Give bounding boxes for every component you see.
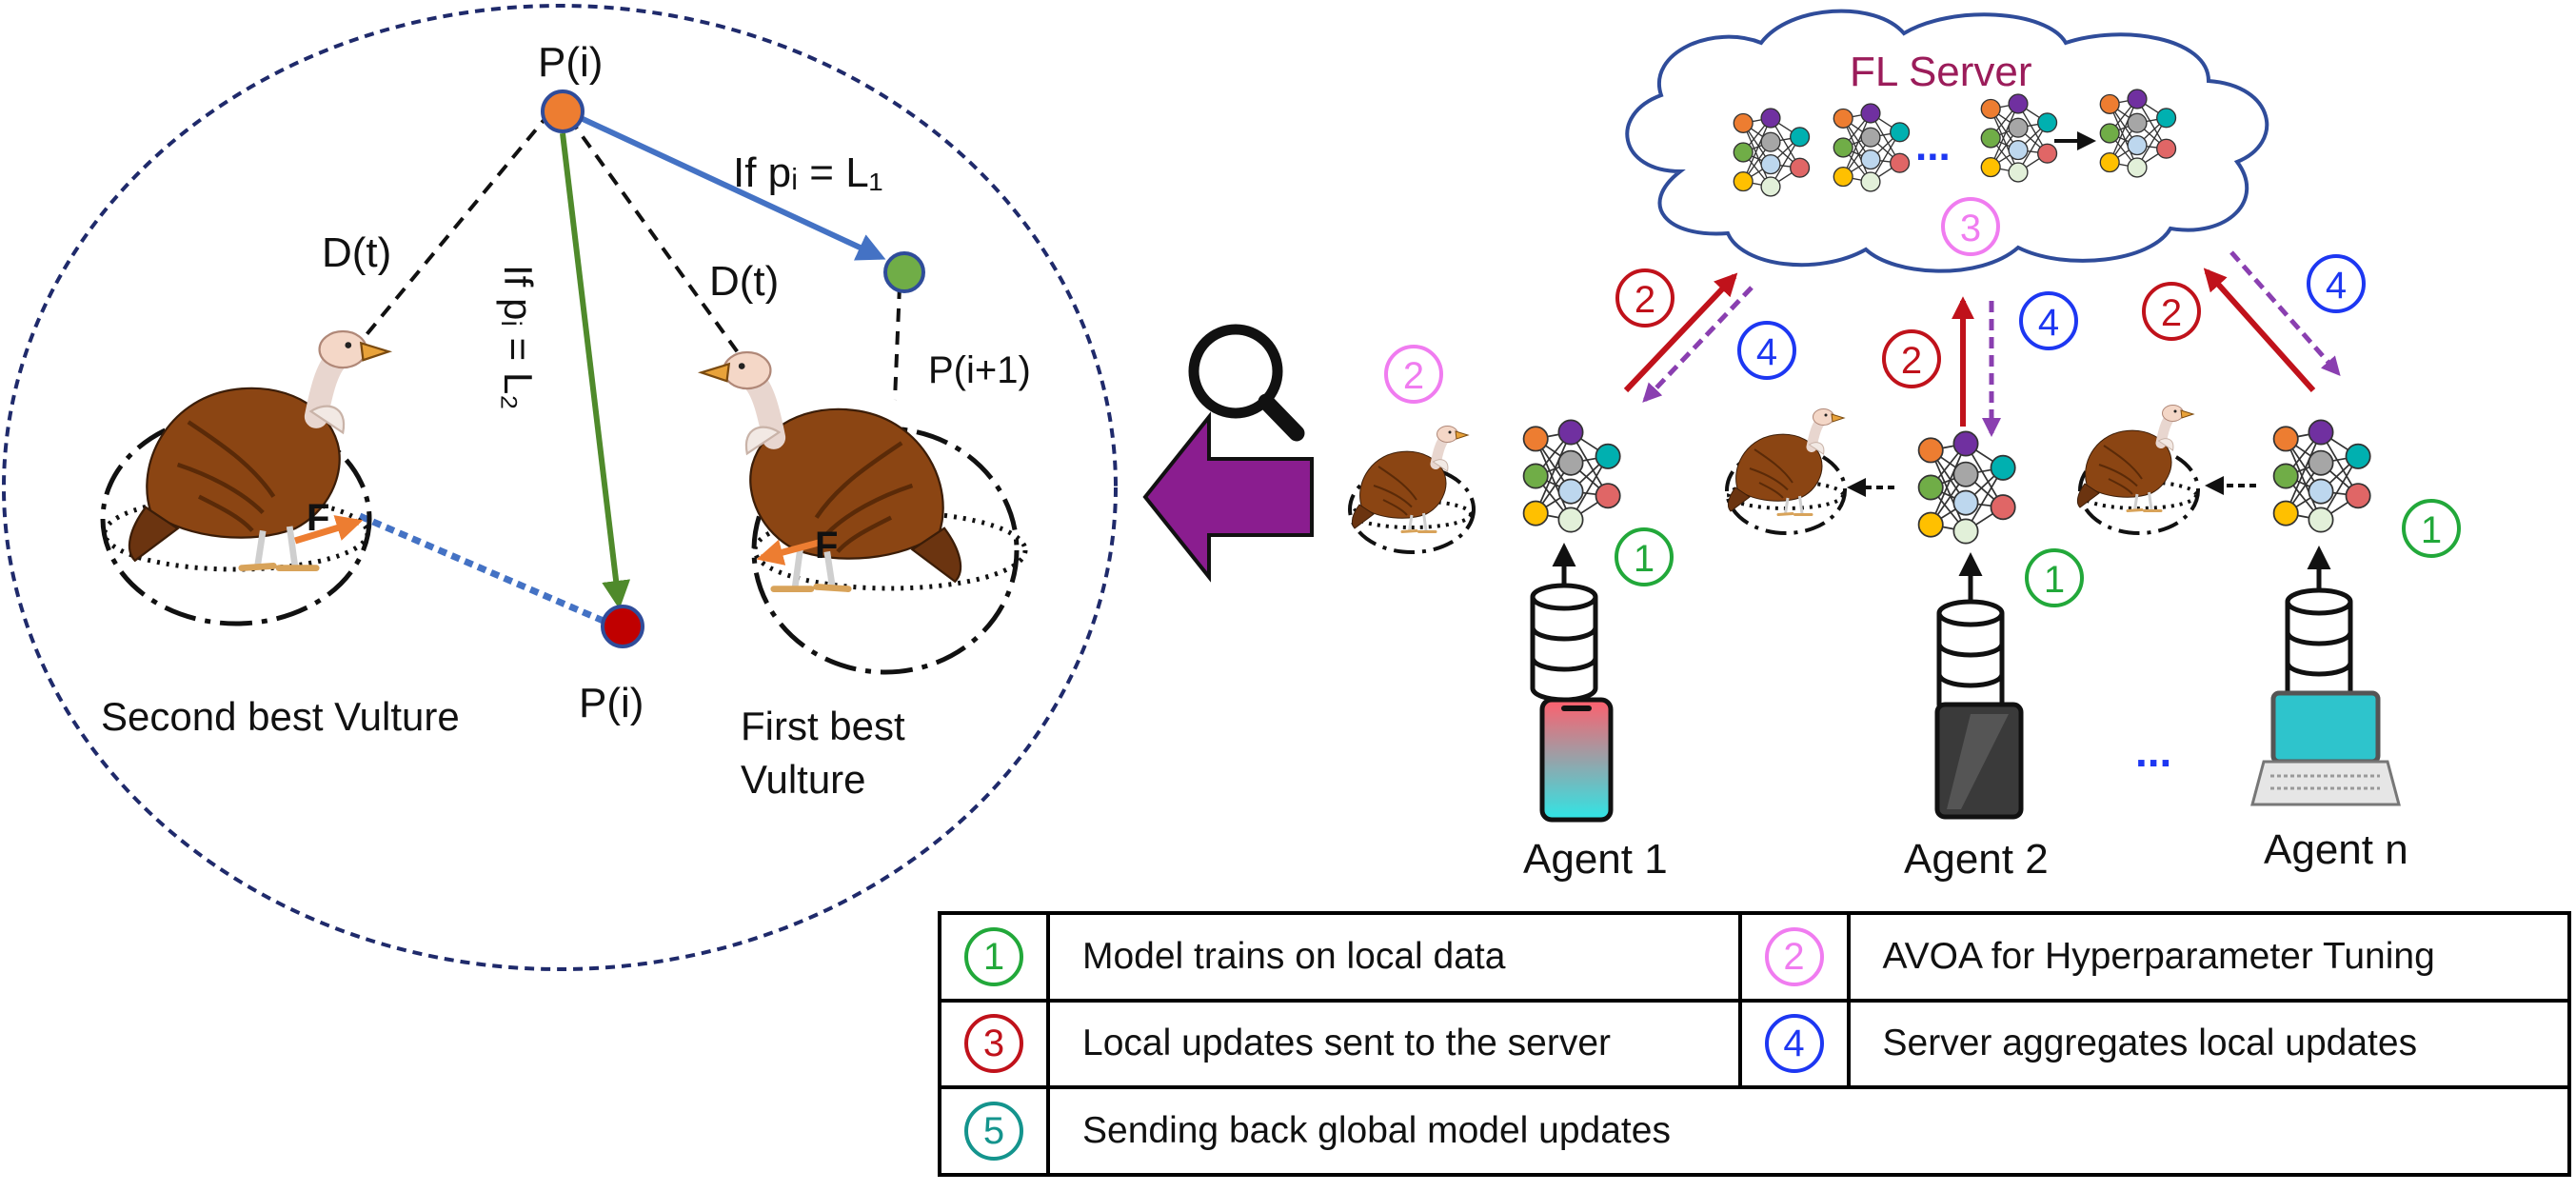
agentn-model [2272,419,2371,533]
agent1-model [1522,419,1621,533]
position-bottom-marker [601,605,644,648]
second-best-inner-ring [102,494,370,572]
label-first-best-line1: First best [741,704,905,748]
step-number-upload-1: 2 [1635,279,1655,321]
legend-table: 1 Model trains on local data 2 AVOA for … [938,911,2572,1177]
label-distance-left: D(t) [322,229,391,276]
legend-row-2: 3 Local updates sent to the server 4 Ser… [938,998,2572,1090]
distance-line-left [348,110,552,356]
label-second-best-vulture: Second best Vulture [101,694,460,739]
left-arrow-icon [1142,411,1314,583]
fl-server-title: FL Server [1850,49,2032,95]
step-number-download-2: 4 [2038,302,2059,344]
legend-badge-4: 4 [1764,1014,1824,1074]
step-number-server: 3 [1960,208,1981,249]
legend-step-cell-3: 3 [938,998,1050,1090]
laptop-icon [2250,690,2401,806]
download-arrow-agent1 [1642,286,1754,403]
force-arrow-left [293,515,364,545]
second-best-vulture [129,331,388,568]
avoa-region [2,4,1118,971]
fl-server-cloud [1625,9,2269,273]
label-rule-green: If pᵢ = L₂ [496,265,541,410]
agent1-database-icon [1533,586,1595,700]
label-rule-blue: If pᵢ = L₁ [733,149,883,196]
dotted-link-second-best [358,512,607,626]
download-arrow-agentn [2229,250,2341,377]
legend-text-4: Server aggregates local updates [1846,998,2572,1090]
legend-text-3: Local updates sent to the server [1046,998,1742,1090]
agentn-database-icon [2288,590,2350,705]
upload-arrow-agentn [2203,268,2316,393]
legend-row-1: 1 Model trains on local data 2 AVOA for … [938,911,2572,1003]
arrow-to-lower-position [560,132,631,609]
agent2-label: Agent 2 [1904,836,2049,883]
step-number-download-n: 4 [2326,265,2347,307]
step-number-upload-n: 2 [2161,292,2182,334]
distance-line-next [893,285,902,401]
step-badge-upload-1 [1615,268,1674,328]
step-badge-upload-2 [1882,329,1941,388]
arrow-to-next-position [579,115,886,261]
search-icon [1188,324,1305,442]
agent1-vulture [1352,427,1468,532]
legend-step-cell-4: 4 [1737,998,1851,1090]
agent2-model [1917,430,2016,545]
second-best-outer-ring [100,411,372,626]
step-badge-agentn [2402,499,2461,558]
step-number-upload-2: 2 [1901,340,1922,382]
legend-text-1: Model trains on local data [1046,911,1742,1003]
step-badge-download-n [2307,254,2366,313]
label-top-position: P(i) [538,39,603,86]
legend-step-cell-5: 5 [938,1085,1050,1177]
tablet-icon [1934,702,2024,820]
step-number-download-1: 4 [1756,331,1777,373]
agent2-vulture [1728,409,1844,515]
step-badge-upload-n [2142,282,2201,341]
legend-text-5: Sending back global model updates [1046,1085,2571,1177]
position-next-marker [883,251,925,293]
label-bottom-position: P(i) [579,680,644,726]
distance-line-right [567,116,759,381]
legend-step-cell-1: 1 [938,911,1050,1003]
position-top-marker [541,89,585,133]
legend-badge-5: 5 [964,1102,1023,1162]
first-best-inner-ring [752,509,1028,591]
agent1-label: Agent 1 [1523,836,1668,883]
step-badge-avoa [1384,345,1443,404]
step-number-agentn: 1 [2421,509,2442,551]
label-distance-right: D(t) [709,258,779,305]
force-arrow-right [756,539,820,566]
step-number-agent1: 1 [1634,538,1655,580]
step-badge-download-2 [2019,291,2078,350]
upload-arrow-agent1 [1623,272,1738,393]
label-force-left: F [307,497,329,539]
legend-text-2: AVOA for Hyperparameter Tuning [1846,911,2572,1003]
step-badge-agent1 [1615,527,1674,586]
legend-step-cell-2: 2 [1737,911,1851,1003]
legend-badge-1: 1 [964,926,1023,986]
step-number-avoa: 2 [1403,355,1424,397]
agentn-label: Agent n [2264,826,2408,873]
label-first-best-line2: Vulture [741,757,866,802]
label-next-position: P(i+1) [928,349,1031,391]
step-badge-download-1 [1737,321,1796,380]
legend-badge-3: 3 [964,1014,1023,1074]
server-ellipsis: ... [1915,123,1951,169]
agent1-nest-inner [1351,499,1473,529]
legend-row-3: 5 Sending back global model updates [938,1085,2571,1177]
agent2-database-icon [1939,602,2002,716]
smartphone-icon [1539,697,1614,823]
step-number-agent2: 1 [2044,559,2065,601]
step-badge-server [1941,197,2000,256]
legend-badge-2: 2 [1764,926,1824,986]
step-badge-agent2 [2025,548,2084,607]
agents-ellipsis: ... [2135,726,2171,776]
label-force-right: F [815,525,838,566]
